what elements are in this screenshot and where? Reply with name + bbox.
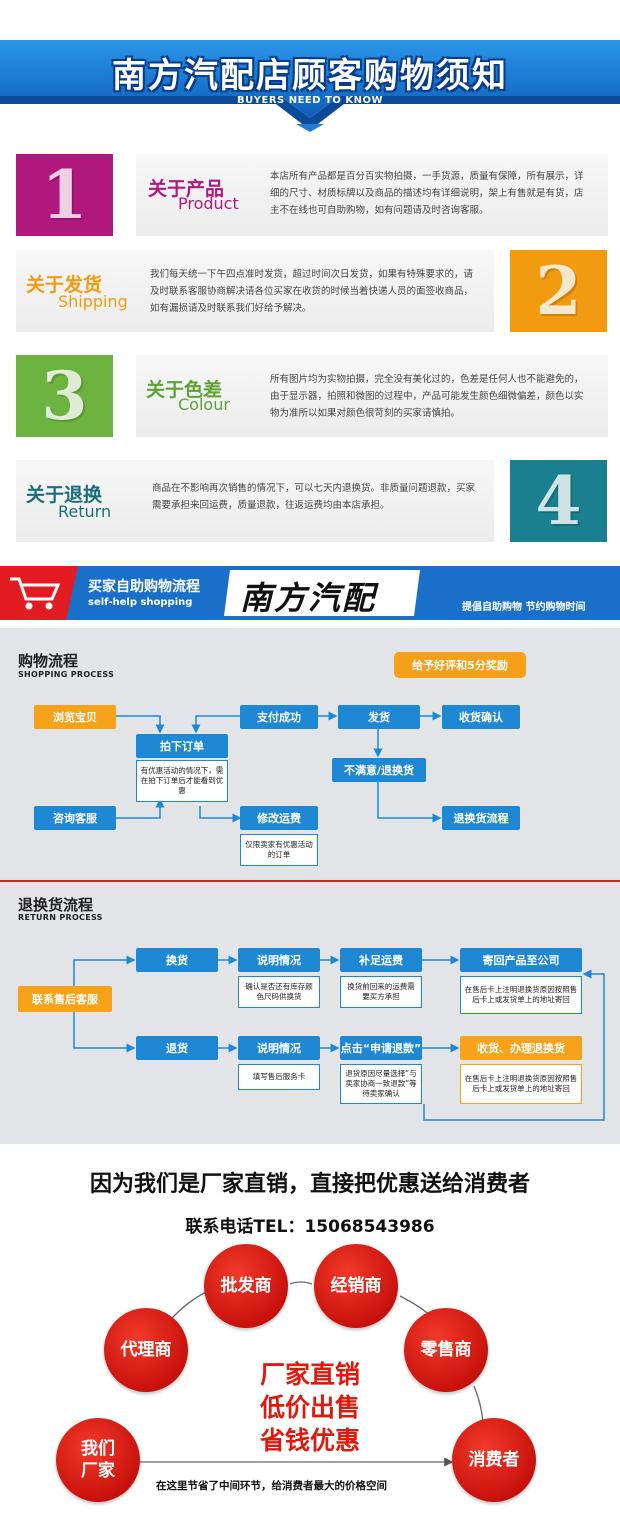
notice-title-en-3: Colour — [178, 395, 230, 414]
flow-browse: 浏览宝贝 — [34, 705, 116, 729]
flow-ship: 发货 — [338, 705, 420, 729]
shopping-process-title: 购物流程 — [18, 652, 79, 670]
contact-phone: 联系电话TEL：15068543986 — [185, 1217, 435, 1237]
flow-explain-1: 说明情况 — [238, 948, 320, 972]
selfhelp-slogan: 提倡自助购物 节约购物时间 — [462, 602, 586, 613]
notice-card-2: 关于发货 Shipping 我们每天统一下午四点准时发货，超过时间次日发货，如果… — [16, 250, 494, 332]
node-retailer: 零售商 — [404, 1308, 488, 1392]
flow-apply-refund-note: 退货原因尽量选择“与卖家协商一致退款”等待卖家确认 — [340, 1064, 422, 1104]
header-banner: 南方汽配店顾客购物须知 BUYERS NEED TO KNOW — [0, 40, 620, 132]
notice-title-en-2: Shipping — [58, 292, 128, 311]
factory-slogan: 厂家直销 低价出售 省钱优惠 — [200, 1358, 420, 1457]
node-wholesaler: 批发商 — [204, 1244, 288, 1328]
node-factory-line2: 厂家 — [81, 1461, 115, 1481]
flow-explain-2-note: 填写售后服务卡 — [238, 1064, 320, 1090]
notice-title-en-4: Return — [58, 502, 112, 521]
node-consumer: 消费者 — [452, 1418, 536, 1502]
banner-title: 南方汽配店顾客购物须知 — [112, 56, 508, 96]
notice-desc-1: 本店所有产品都是百分百实物拍摄，一手货源，质量有保障，所有展示，详细的尺寸、材质… — [270, 171, 584, 216]
node-factory: 我们 厂家 — [56, 1418, 140, 1502]
flow-payment-success: 支付成功 — [240, 705, 318, 729]
shopping-cart-icon — [10, 577, 61, 610]
selfhelp-title-cn: 买家自助购物流程 — [88, 579, 200, 595]
notice-title-cn-3: 关于色差 — [146, 379, 223, 401]
shopping-process-panel: 购物流程 SHOPPING PROCESS 给予好评和5分奖励 浏览宝贝 咨询客… — [0, 628, 620, 880]
flow-receive-confirm: 收货确认 — [442, 705, 520, 729]
banner-shape — [0, 40, 620, 132]
slogan-line-1: 厂家直销 — [259, 1360, 360, 1389]
slogan-line-3: 省钱优惠 — [259, 1426, 360, 1455]
reward-badge: 给予好评和5分奖励 — [394, 652, 526, 678]
flow-explain-1-note: 确认是否还有库存颜色尺码供换货 — [238, 976, 320, 1008]
notice-number-box-2: 2 — [510, 250, 607, 332]
flow-exchange: 换货 — [136, 948, 218, 972]
bottom-caption: 在这里节省了中间环节，给消费者最大的价格空间 — [156, 1480, 387, 1492]
flow-send-back-1: 寄回产品至公司 — [460, 948, 582, 972]
selfhelp-title-en: self-help shopping — [88, 597, 193, 608]
flow-unsatisfied: 不满意/退换货 — [332, 758, 426, 782]
notice-number-box-4: 4 — [510, 460, 607, 542]
node-distributor: 经销商 — [314, 1244, 398, 1328]
notice-desc-3: 所有图片均为实物拍摄，完全没有美化过的，色差是任何人也不能避免的，由于显示器，拍… — [270, 374, 584, 419]
notice-card-1: 关于产品 Product 本店所有产品都是百分百实物拍摄，一手货源，质量有保障，… — [136, 154, 608, 236]
flow-apply-refund: 点击“申请退款” — [340, 1036, 422, 1060]
flow-modify-note: 仅限卖家有优惠活动的订单 — [240, 834, 318, 866]
return-process-title: 退换货流程 — [18, 896, 94, 914]
notice-desc-2: 我们每天统一下午四点准时发货，超过时间次日发货，如果有特殊要求的，请及时联系客服… — [150, 269, 474, 314]
bottom-headline: 因为我们是厂家直销，直接把优惠送给消费者 — [89, 1172, 530, 1197]
notice-card-3: 关于色差 Colour 所有图片均为实物拍摄，完全没有美化过的，色差是任何人也不… — [136, 355, 608, 437]
shopping-process-title-en: SHOPPING PROCESS — [18, 670, 115, 679]
flow-place-order: 拍下订单 — [136, 734, 228, 758]
node-factory-line1: 我们 — [81, 1439, 115, 1459]
selfhelp-header: 买家自助购物流程 self-help shopping 南方汽配 提倡自助购物 … — [0, 566, 620, 620]
return-process-title-en: RETURN PROCESS — [18, 913, 103, 922]
section-divider — [0, 880, 620, 882]
flow-receive-return: 收货、办理退换货 — [460, 1036, 582, 1060]
flow-order-note: 有优惠活动的情况下，需在拍下订单后才能看到优惠 — [136, 760, 228, 802]
banner-subtitle: BUYERS NEED TO KNOW — [237, 95, 383, 106]
flow-contact-aftersale: 联系售后客服 — [18, 986, 112, 1012]
flow-return-process: 退换货流程 — [442, 806, 520, 830]
notice-title-en-1: Product — [178, 194, 239, 213]
return-process-panel: 退换货流程 RETURN PROCESS 联系售后客服 换货 说明情况 确认是否… — [0, 882, 620, 1144]
selfhelp-brand: 南方汽配 — [240, 579, 377, 617]
notice-number-box-1: 1 — [16, 154, 113, 236]
node-agent: 代理商 — [104, 1308, 188, 1392]
flow-supplement-note: 换货前回来的运费需要买方承担 — [340, 976, 422, 1008]
shopping-flow-lines — [116, 711, 442, 823]
flow-explain-2: 说明情况 — [238, 1036, 320, 1060]
notice-desc-4: 商品在不影响再次销售的情况下，可以七天内退换货。非质量问题退款，买家需要承担来回… — [152, 483, 476, 511]
flow-supplement-shipping: 补足运费 — [340, 948, 422, 972]
flow-refund: 退货 — [136, 1036, 218, 1060]
notice-title-cn-2: 关于发货 — [26, 274, 103, 296]
slogan-line-2: 低价出售 — [259, 1393, 360, 1422]
notice-number-box-3: 3 — [16, 355, 113, 437]
flow-send-back-2-note: 在售后卡上注明退换货原因按照售后卡上或发货单上的地址寄回 — [460, 1064, 582, 1104]
return-flow-lines — [73, 955, 605, 1121]
notice-title-cn-4: 关于退换 — [26, 484, 103, 506]
flow-modify-shipping: 修改运费 — [240, 806, 318, 830]
notice-title-cn-1: 关于产品 — [148, 178, 225, 200]
notice-card-4: 关于退换 Return 商品在不影响再次销售的情况下，可以七天内退换货。非质量问… — [16, 460, 494, 542]
flow-consult: 咨询客服 — [34, 806, 116, 830]
flow-send-back-1-note: 在售后卡上注明退换货原因按照售后卡上或发货单上的地址寄回 — [460, 976, 582, 1014]
selfhelp-bar-shape — [0, 566, 620, 620]
